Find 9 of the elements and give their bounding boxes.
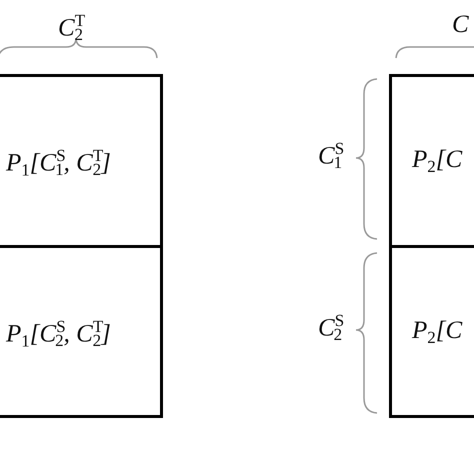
brace-label: C — [452, 12, 469, 37]
cell-formula: P$_{1}$[C$^{S}$$_{2}$, C$^{T}$$_{2}$] — [6, 318, 111, 349]
matrix-cell — [389, 74, 474, 248]
matrix-cell — [0, 74, 163, 248]
matrix-cell — [0, 245, 163, 418]
cell-formula: P$_{2}$[C — [412, 147, 462, 176]
matrix-cell — [389, 245, 474, 418]
cell-formula: P$_{1}$[C$^{S}$$_{1}$, C$^{T}$$_{2}$] — [6, 147, 111, 178]
cell-formula: P$_{2}$[C — [412, 318, 462, 346]
